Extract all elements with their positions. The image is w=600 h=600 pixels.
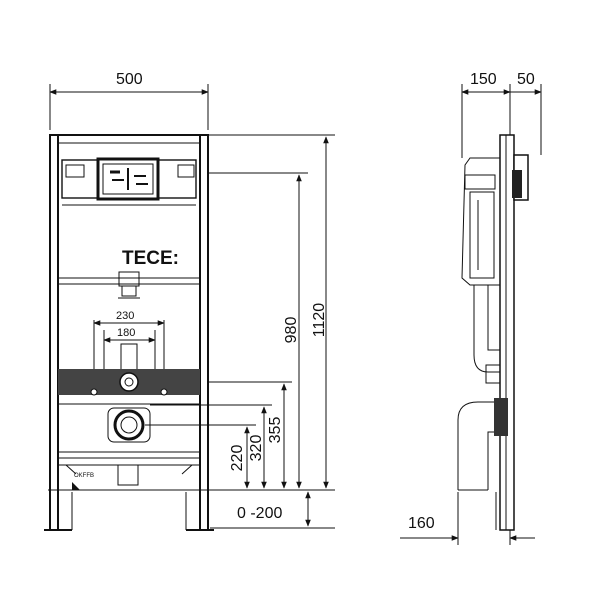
dim-230: 230 (116, 310, 134, 322)
dim-180: 180 (117, 327, 135, 339)
right-post (199, 134, 209, 531)
dim-150: 150 (470, 71, 497, 88)
brand-logo: TECE: (122, 248, 179, 269)
dim-500: 500 (116, 71, 143, 88)
dim-0-200: 0 -200 (237, 505, 282, 522)
front-view: TECE: 230 180 (44, 134, 214, 531)
left-post (49, 134, 59, 531)
drain-outlet (113, 409, 145, 441)
dim-355: 355 (267, 417, 284, 444)
side-view (457, 134, 529, 531)
dim-50: 50 (517, 71, 535, 88)
dim-220: 220 (229, 445, 246, 472)
dim-1120: 1120 (311, 303, 328, 338)
dim-980: 980 (283, 317, 300, 344)
dim-320: 320 (248, 435, 265, 462)
side-rail (499, 134, 515, 531)
dim-160: 160 (408, 515, 435, 532)
floor-marker: OKFFB (74, 473, 94, 479)
